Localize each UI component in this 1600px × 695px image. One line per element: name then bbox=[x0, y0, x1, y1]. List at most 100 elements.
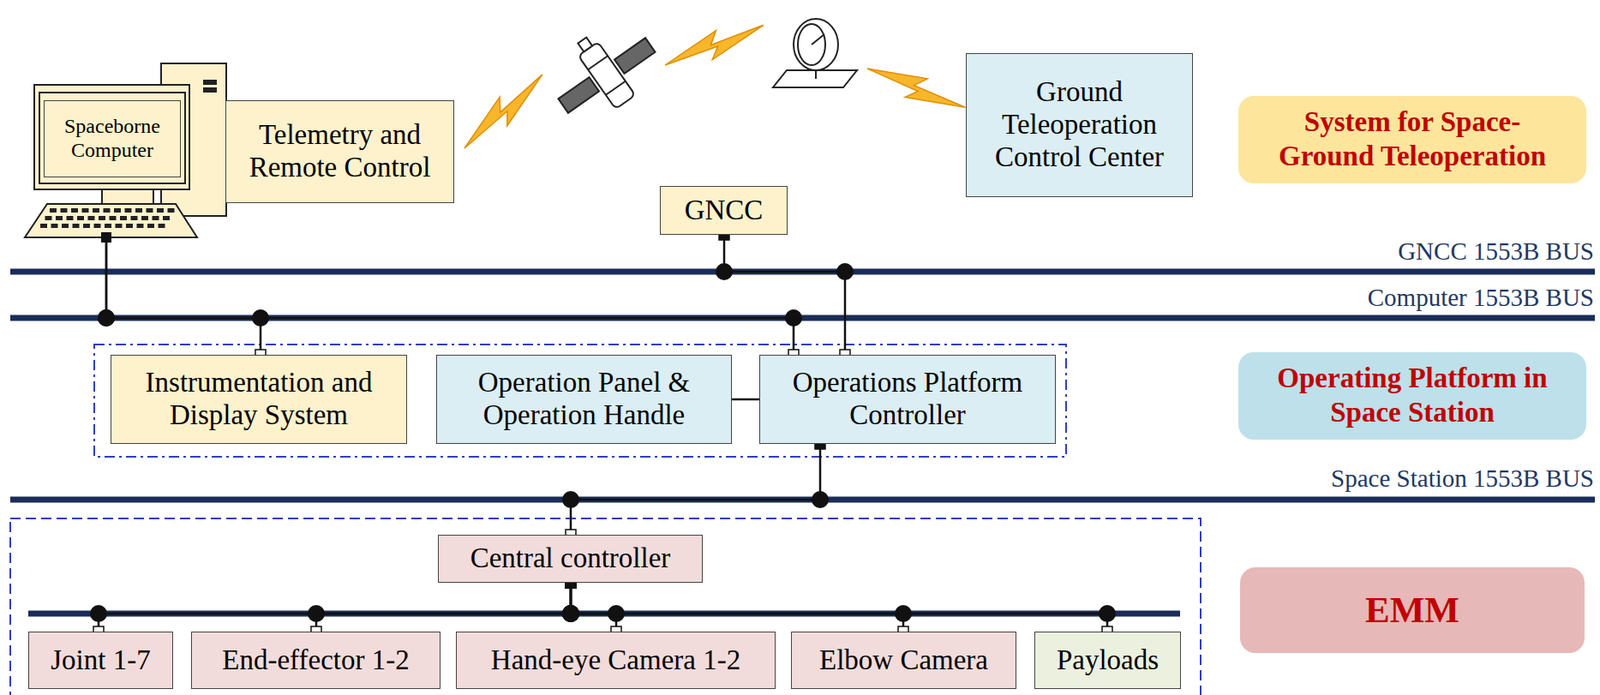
process-box: GNCC bbox=[659, 185, 788, 235]
key bbox=[61, 223, 69, 228]
bus-connector bbox=[570, 582, 617, 632]
process-box: Operations Platform Controller bbox=[759, 354, 1056, 444]
key bbox=[162, 215, 170, 221]
antenna bbox=[577, 37, 593, 53]
key bbox=[167, 208, 175, 213]
key bbox=[141, 215, 149, 221]
screen-label-box: Spaceborne Computer bbox=[43, 100, 181, 178]
bus-junction bbox=[307, 605, 325, 623]
tower-slot bbox=[203, 80, 216, 84]
keys bbox=[40, 208, 175, 228]
key bbox=[103, 208, 111, 213]
solar-panel bbox=[557, 77, 600, 114]
bus-junction bbox=[607, 605, 625, 623]
port bbox=[101, 232, 112, 243]
monitor bbox=[34, 84, 190, 190]
bus-name: GNCC 1553B BUS bbox=[1397, 237, 1595, 266]
key bbox=[152, 215, 160, 221]
tower-slot bbox=[203, 88, 216, 92]
lightning-bolt bbox=[464, 74, 543, 149]
key bbox=[125, 223, 133, 228]
key bbox=[98, 215, 106, 221]
satellite-body bbox=[578, 41, 636, 109]
section-band: System for Space-Ground Teleoperation bbox=[1238, 95, 1587, 184]
key bbox=[51, 223, 59, 228]
key bbox=[115, 223, 123, 228]
box-label: Spaceborne Computer bbox=[47, 114, 177, 162]
bus-junction bbox=[562, 605, 580, 623]
bus-junction bbox=[89, 605, 108, 623]
box-label: Operations Platform Controller bbox=[768, 366, 1047, 432]
key bbox=[146, 208, 154, 213]
process-box: Instrumentation and Display System bbox=[110, 354, 408, 444]
process-box: End-effector 1-2 bbox=[191, 631, 441, 690]
process-box: Telemetry and Remote Control bbox=[225, 100, 455, 204]
key bbox=[55, 215, 63, 221]
bus-junction bbox=[836, 263, 854, 281]
key bbox=[71, 208, 78, 213]
box-label: Instrumentation and Display System bbox=[119, 366, 398, 432]
box-label: Joint 1-7 bbox=[50, 644, 150, 678]
box-label: Operation Panel & Operation Handle bbox=[445, 366, 723, 432]
bus-lines bbox=[10, 271, 1595, 614]
box-label: Elbow Camera bbox=[819, 644, 989, 678]
bus-junction bbox=[715, 263, 733, 281]
key bbox=[45, 215, 53, 221]
bus-connector bbox=[731, 398, 760, 402]
box-label: Payloads bbox=[1056, 644, 1159, 678]
bus-junction bbox=[785, 309, 803, 327]
key bbox=[104, 223, 112, 228]
process-box: Operation Panel & Operation Handle bbox=[436, 354, 732, 444]
radio-links bbox=[464, 24, 965, 149]
bus-junction bbox=[1098, 605, 1116, 623]
key bbox=[147, 223, 155, 228]
key bbox=[72, 223, 80, 228]
process-box: Hand-eye Camera 1-2 bbox=[455, 631, 776, 690]
lightning-bolt bbox=[665, 24, 764, 66]
bus-junction bbox=[894, 605, 912, 623]
bus-junction bbox=[251, 309, 270, 327]
band-label: Operating Platform in Space Station bbox=[1264, 361, 1561, 430]
bus-connector bbox=[316, 582, 571, 632]
bus-connector bbox=[724, 234, 845, 355]
key bbox=[158, 223, 166, 228]
key bbox=[92, 208, 100, 213]
process-box: Ground Teleoperation Control Center bbox=[965, 53, 1193, 198]
key bbox=[94, 223, 102, 228]
box-label: GNCC bbox=[684, 194, 764, 228]
box-label: Hand-eye Camera 1-2 bbox=[491, 644, 741, 678]
section-band: EMM bbox=[1240, 567, 1585, 654]
bus-junction bbox=[562, 605, 580, 623]
box-label: Telemetry and Remote Control bbox=[234, 119, 445, 185]
lightning-bolt bbox=[867, 68, 965, 108]
key bbox=[109, 215, 117, 221]
key bbox=[40, 223, 48, 228]
bus-name: Space Station 1553B BUS bbox=[1330, 464, 1595, 493]
bus-junction bbox=[562, 491, 580, 509]
key bbox=[60, 208, 68, 213]
band-label: System for Space-Ground Teleoperation bbox=[1264, 105, 1561, 174]
stand bbox=[101, 189, 154, 204]
solar-panel bbox=[614, 37, 656, 74]
dish-inner bbox=[797, 23, 826, 66]
screen bbox=[39, 92, 186, 184]
key bbox=[113, 208, 121, 213]
emm-region bbox=[10, 518, 1201, 695]
computer-icon bbox=[24, 63, 227, 243]
process-box: Payloads bbox=[1034, 631, 1181, 690]
body-line bbox=[605, 81, 626, 96]
bus-junction bbox=[811, 491, 829, 509]
bus-junction bbox=[562, 605, 580, 623]
key bbox=[119, 215, 127, 221]
bus-junction bbox=[562, 605, 580, 623]
box-label: Central controller bbox=[470, 542, 672, 576]
bus-junction bbox=[97, 309, 115, 327]
key bbox=[82, 208, 90, 213]
bus-name: Computer 1553B BUS bbox=[1367, 283, 1595, 312]
process-box: Central controller bbox=[437, 534, 703, 583]
key bbox=[135, 208, 143, 213]
band-label: EMM bbox=[1365, 587, 1460, 633]
key bbox=[66, 215, 74, 221]
feed bbox=[811, 34, 825, 45]
bus-junction bbox=[97, 309, 115, 327]
